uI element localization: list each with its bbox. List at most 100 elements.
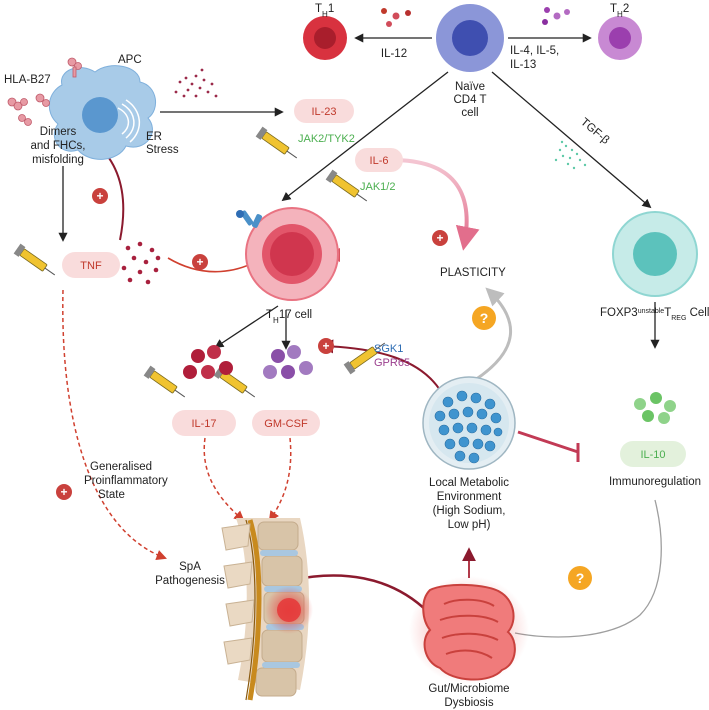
th2-label: TH2 bbox=[610, 3, 629, 19]
il17-dots bbox=[183, 345, 233, 379]
question-mark-2: ? bbox=[576, 570, 585, 586]
local-metabolic-label-3: (High Sodium, bbox=[433, 505, 506, 517]
naive-label-1: Naïve bbox=[455, 81, 485, 93]
pill-il23: IL-23 bbox=[294, 99, 354, 123]
syringe-icon bbox=[143, 365, 186, 398]
treg-label: FOXP3unstableTREG Cell bbox=[600, 307, 709, 322]
arrow-th17-to-il17 bbox=[214, 305, 279, 349]
local-metabolic-label-1: Local Metabolic bbox=[429, 477, 509, 489]
pill-tnf: TNF bbox=[62, 252, 120, 278]
arrow-tnf-to-spa bbox=[62, 289, 167, 560]
naive-label-2: CD4 T bbox=[453, 94, 486, 106]
pill-il17-label: IL-17 bbox=[191, 418, 216, 430]
gut-illustration bbox=[409, 576, 529, 684]
apc-cell bbox=[48, 65, 156, 160]
question-mark-1: ? bbox=[480, 310, 489, 326]
hla-b27-icon bbox=[7, 57, 82, 126]
inhibitor-jak2tyk2: JAK2/TYK2 bbox=[298, 133, 355, 145]
svg-text:+: + bbox=[322, 339, 329, 353]
apc-label: APC bbox=[118, 54, 142, 66]
naive-label-3: cell bbox=[461, 107, 478, 119]
apc-cytokine-spray bbox=[174, 68, 218, 98]
arrow-il17-to-spine bbox=[203, 437, 245, 522]
hla-b27-label: HLA-B27 bbox=[4, 74, 51, 86]
local-metabolic-label-2: Environment bbox=[437, 491, 502, 503]
th17-label: TH17 cell bbox=[266, 309, 312, 325]
pill-il10-label: IL-10 bbox=[640, 449, 665, 461]
pill-tnf-label: TNF bbox=[80, 260, 102, 272]
il4-label-1: IL-4, IL-5, bbox=[510, 45, 559, 57]
dimers-label-2: and FHCs, bbox=[31, 140, 86, 152]
pill-il17: IL-17 bbox=[172, 410, 236, 436]
svg-text:+: + bbox=[436, 231, 443, 245]
inhibit-metabolic-to-il10 bbox=[517, 430, 579, 454]
syringe-icon bbox=[213, 365, 256, 398]
pill-il6-label: IL-6 bbox=[370, 155, 389, 167]
plus-badge: + bbox=[56, 484, 72, 500]
gut-label-1: Gut/Microbiome bbox=[428, 683, 509, 695]
syringe-icon bbox=[13, 243, 56, 276]
il4-dots bbox=[542, 7, 570, 25]
th1-label: TH1 bbox=[315, 3, 334, 19]
arrow-il6-to-plasticity bbox=[391, 158, 480, 251]
th17-cell bbox=[245, 207, 339, 301]
tgfb-label: TGF-β bbox=[578, 116, 612, 147]
receptor-icon bbox=[236, 210, 263, 228]
arrow-metabolic-to-th17 bbox=[319, 339, 441, 391]
pill-il10: IL-10 bbox=[620, 441, 686, 467]
generalised-label-3: State bbox=[98, 489, 125, 501]
generalised-label-2: Proinflammatory bbox=[84, 475, 168, 487]
syringe-icon bbox=[255, 126, 298, 159]
connectors bbox=[58, 33, 662, 638]
il10-dots bbox=[634, 392, 676, 424]
er-stress-label-2: Stress bbox=[146, 144, 179, 156]
plus-badge: + bbox=[192, 254, 208, 270]
spine-illustration bbox=[221, 518, 313, 701]
arrow-gmcsf-to-spine bbox=[268, 437, 292, 522]
gut-label-2: Dysbiosis bbox=[444, 697, 493, 709]
immunoregulation-label: Immunoregulation bbox=[609, 476, 701, 488]
svg-text:+: + bbox=[96, 189, 103, 203]
syringe-icon bbox=[325, 169, 368, 202]
th1-cell bbox=[303, 16, 347, 60]
question-badge: ? bbox=[472, 306, 496, 330]
gpr65-label: GPR65 bbox=[374, 357, 410, 369]
local-metabolic-label-4: Low pH) bbox=[448, 519, 491, 531]
arrow-naive-to-treg bbox=[491, 71, 652, 209]
plus-badge: + bbox=[92, 188, 108, 204]
pill-gmcsf: GM-CSF bbox=[252, 410, 320, 436]
il12-label: IL-12 bbox=[381, 48, 407, 60]
svg-text:+: + bbox=[60, 485, 67, 499]
sgk1-label: SGK1 bbox=[374, 343, 403, 355]
arrow-metabolic-to-plasticity bbox=[474, 287, 512, 382]
tgfb-dots bbox=[554, 140, 587, 170]
treg-cell bbox=[612, 211, 698, 297]
inhibitor-jak12: JAK1/2 bbox=[360, 181, 395, 193]
il12-dots bbox=[381, 8, 411, 27]
arrow-naive-to-th17 bbox=[281, 71, 449, 202]
spa-label-1: SpA bbox=[179, 561, 201, 573]
svg-text:+: + bbox=[196, 255, 203, 269]
naive-cd4-cell bbox=[436, 4, 504, 72]
question-badge: ? bbox=[568, 566, 592, 590]
line-immunoreg-to-gut bbox=[514, 499, 662, 638]
er-stress-label-1: ER bbox=[146, 131, 162, 143]
generalised-label-1: Generalised bbox=[90, 461, 152, 473]
gmcsf-dots bbox=[263, 345, 313, 379]
dimers-label-1: Dimers bbox=[40, 126, 77, 138]
th2-cell bbox=[598, 16, 642, 60]
arrow-gut-to-spine bbox=[288, 568, 429, 613]
pill-il23-label: IL-23 bbox=[311, 106, 336, 118]
metabolic-environment-dish bbox=[422, 376, 516, 470]
pill-il6: IL-6 bbox=[355, 148, 403, 172]
plus-badge: + bbox=[432, 230, 448, 246]
plasticity-label: PLASTICITY bbox=[440, 267, 506, 279]
pill-gmcsf-label: GM-CSF bbox=[264, 418, 308, 430]
syringe-icon bbox=[343, 342, 386, 375]
dimers-label-3: misfolding bbox=[32, 154, 84, 166]
tnf-cytokine-dots bbox=[121, 241, 161, 285]
spa-label-2: Pathogenesis bbox=[155, 575, 225, 587]
il4-label-2: IL-13 bbox=[510, 59, 536, 71]
plus-badge: + bbox=[318, 338, 334, 354]
